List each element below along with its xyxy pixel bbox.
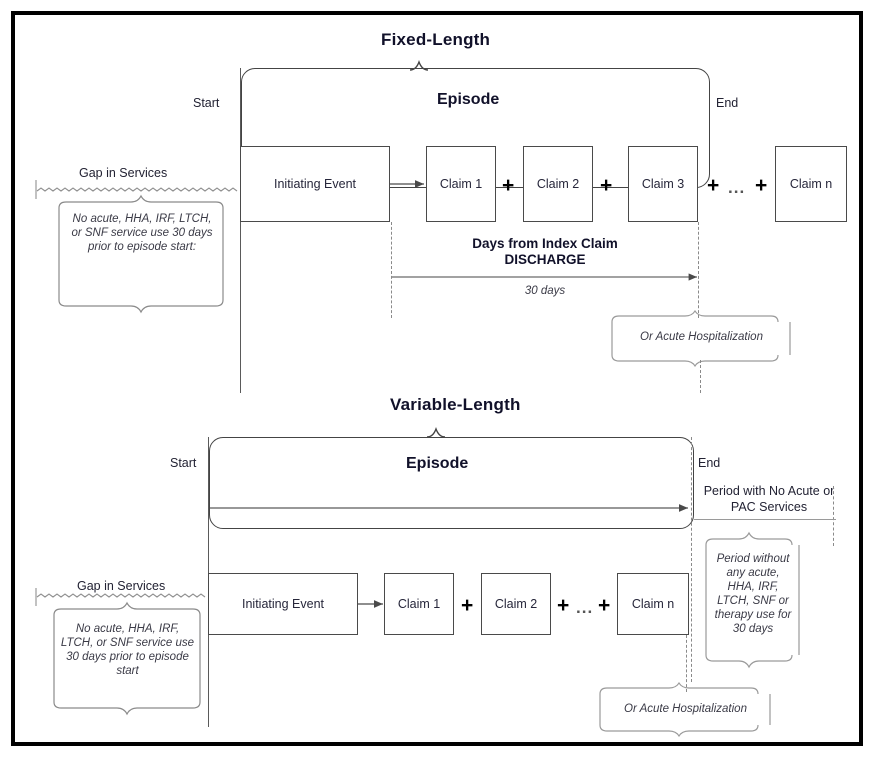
fixed-claim-box-2: Claim 2	[523, 146, 593, 222]
variable-episode-label: Episode	[406, 455, 469, 472]
diagram-frame	[11, 11, 863, 746]
fixed-claim-box-n: Claim n	[775, 146, 847, 222]
variable-period-underline	[694, 519, 836, 520]
fixed-plus-4: +	[755, 174, 768, 197]
fixed-dash-right	[698, 222, 699, 318]
fixed-end-label: End	[716, 96, 739, 110]
fixed-initiating-event-box: Initiating Event	[240, 146, 390, 222]
variable-initiating-event-box: Initiating Event	[208, 573, 358, 635]
fixed-length-title: Fixed-Length	[381, 30, 491, 49]
fixed-episode-label: Episode	[437, 91, 500, 108]
variable-dash-period	[833, 486, 834, 546]
variable-end-label: End	[698, 456, 721, 470]
fixed-start-label: Start	[193, 96, 220, 110]
variable-dash-end	[691, 437, 692, 682]
fixed-dash-left	[391, 222, 392, 318]
variable-period-label: Period with No Acute or PAC Services	[703, 484, 835, 514]
variable-plus-3: +	[598, 594, 611, 617]
fixed-dash-acute	[700, 360, 701, 393]
variable-claim-box-2: Claim 2	[481, 573, 551, 635]
fixed-ellipsis: ...	[728, 178, 746, 197]
variable-plus-1: +	[461, 594, 474, 617]
variable-length-title: Variable-Length	[390, 395, 521, 414]
fixed-duration-title: Days from Index Claim DISCHARGE	[472, 236, 618, 267]
fixed-start-axis	[240, 68, 241, 393]
variable-ellipsis: ...	[576, 598, 594, 617]
variable-period-note: Period without any acute, HHA, IRF, LTCH…	[714, 553, 792, 635]
variable-claim-box-1: Claim 1	[384, 573, 454, 635]
variable-plus-2: +	[557, 594, 570, 617]
fixed-claim-box-1: Claim 1	[426, 146, 496, 222]
fixed-gap-label: Gap in Services	[79, 166, 168, 180]
fixed-claim-box-3: Claim 3	[628, 146, 698, 222]
fixed-duration-value: 30 days	[524, 285, 566, 297]
fixed-plus-3: +	[707, 174, 720, 197]
variable-claim-box-n: Claim n	[617, 573, 689, 635]
fixed-acute-note: Or Acute Hospitalization	[640, 331, 763, 343]
variable-gap-label: Gap in Services	[77, 579, 166, 593]
fixed-plus-2: +	[600, 174, 613, 197]
fixed-plus-1: +	[502, 174, 515, 197]
variable-acute-note: Or Acute Hospitalization	[624, 703, 747, 715]
variable-dash-acute	[686, 635, 687, 692]
variable-episode-bracket	[209, 437, 694, 529]
variable-gap-note: No acute, HHA, IRF, LTCH, or SNF service…	[60, 623, 195, 677]
variable-start-label: Start	[170, 456, 197, 470]
fixed-gap-note: No acute, HHA, IRF, LTCH, or SNF service…	[71, 213, 213, 253]
